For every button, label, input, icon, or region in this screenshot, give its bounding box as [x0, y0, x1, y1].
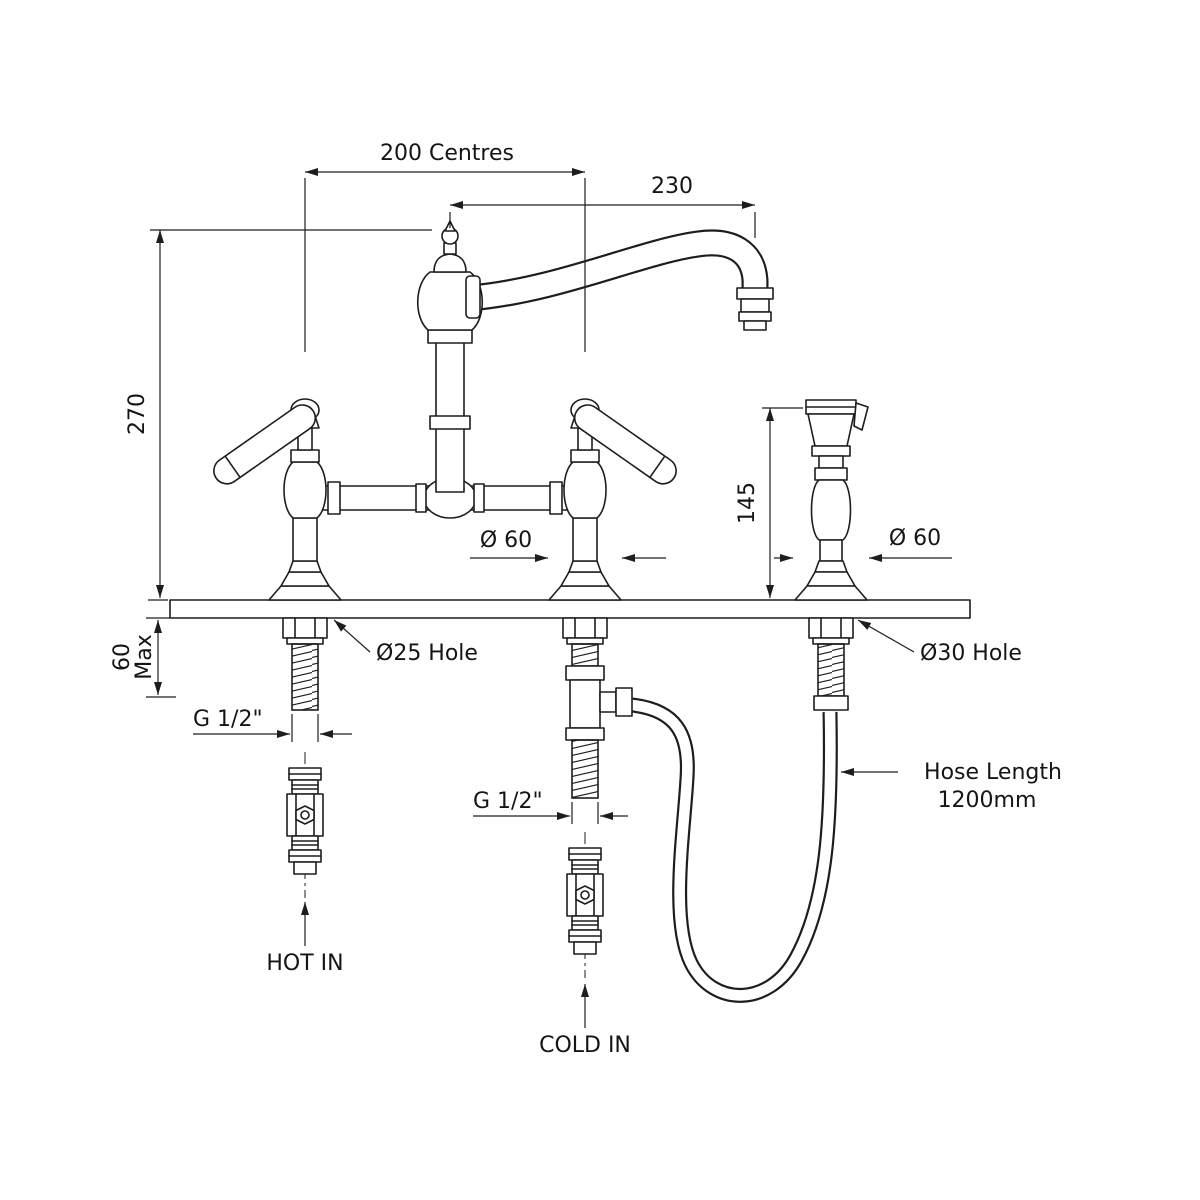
hose-length-line2: 1200mm: [938, 788, 1037, 813]
callout-hot-in: HOT IN: [266, 902, 344, 976]
dim-145-label: 145: [735, 482, 760, 524]
hose-length-line1: Hose Length: [924, 760, 1062, 785]
hot-lever-handle: [213, 404, 317, 485]
spray-shank: [808, 617, 854, 711]
central-spout-column: [417, 220, 774, 493]
dimension-60-max-deck: 60 Max: [110, 617, 176, 698]
callout-dia25-hole: Ø25 Hole: [333, 619, 478, 666]
spray-trigger: [853, 402, 869, 431]
callout-hose-length: Hose Length 1200mm: [841, 760, 1062, 813]
g12-hot-label: G 1/2": [193, 707, 263, 732]
dimension-dia60-main-base: Ø 60: [470, 528, 666, 562]
cold-lever-handle: [573, 404, 677, 485]
countertop: [169, 599, 971, 619]
hole-25-label: Ø25 Hole: [376, 641, 478, 666]
hole-30-label: Ø30 Hole: [920, 641, 1022, 666]
hot-tap-body: [213, 398, 342, 601]
dimension-dia60-spray-base: Ø 60: [774, 526, 952, 562]
spout-outlet: [736, 287, 774, 331]
deck-60-label: 60: [110, 643, 135, 671]
cold-supply-connector: [566, 832, 604, 978]
cold-tap-body: [548, 398, 677, 601]
dimension-230-reach: 230: [449, 174, 756, 238]
swan-neck-spout: [468, 229, 769, 312]
callout-dia30-hole: Ø30 Hole: [857, 619, 1022, 666]
dimension-g12-cold: G 1/2": [473, 789, 628, 824]
dimension-145-spray-height: 145: [735, 407, 803, 598]
deck-max-label: Max: [132, 634, 157, 679]
dimension-270-height: 270: [125, 229, 432, 601]
hot-in-label: HOT IN: [266, 951, 343, 976]
hot-inlet-shank: [282, 617, 328, 711]
hand-spray: [794, 399, 869, 601]
dim-270-label: 270: [125, 393, 150, 435]
cold-inlet-shank: [562, 617, 633, 799]
dim-200-centres-label: 200 Centres: [380, 141, 514, 166]
dim-230-label: 230: [651, 174, 693, 199]
spray-hose: [630, 697, 838, 1003]
hot-supply-connector: [286, 752, 324, 898]
dia-60-spray-label: Ø 60: [889, 526, 941, 551]
hose-tee-body: [569, 679, 601, 729]
dimension-g12-hot: G 1/2": [193, 707, 352, 742]
callout-cold-in: COLD IN: [539, 984, 631, 1058]
hose-connector-nut: [615, 687, 633, 717]
dia-60-main-label: Ø 60: [480, 528, 532, 553]
g12-cold-label: G 1/2": [473, 789, 543, 814]
cold-in-label: COLD IN: [539, 1033, 631, 1058]
